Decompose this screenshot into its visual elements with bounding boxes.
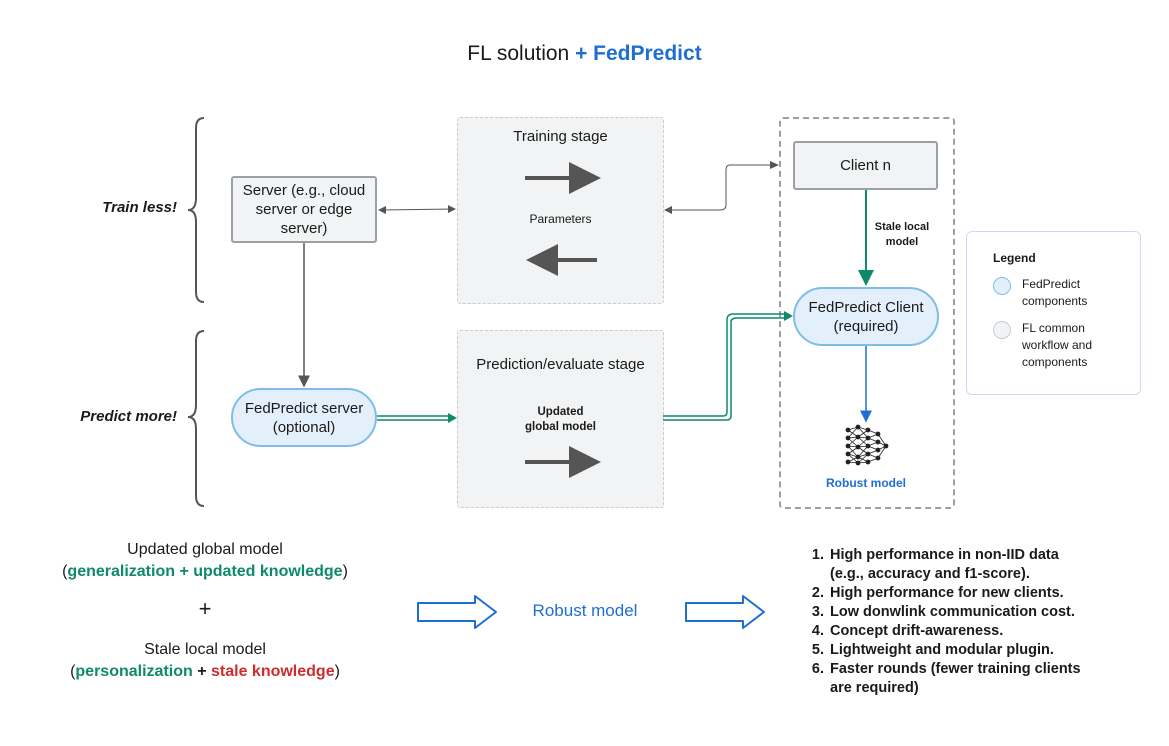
updated-label-line2: global model [525,421,596,433]
stale-model-block: Stale local model (personalization + sta… [40,639,370,683]
fedpredict-server-line2: (optional) [272,418,336,436]
server-line2: server or edge [255,201,353,218]
legend-fl-swatch [993,321,1011,339]
predict-bracket [187,330,205,507]
training-stage-panel: Training stage Parameters [457,117,664,304]
stale-model-plus: + [192,663,211,680]
benefit-item: Lightweight and modular plugin. [828,641,1148,660]
benefit-item: Low donwlink communication cost. [828,603,1148,622]
bottom-robust-model: Robust model [532,601,638,620]
training-stage-title: Training stage [513,128,608,145]
fedpredict-client-node: FedPredict Client (required) [793,287,939,346]
fedpredict-server-node: FedPredict server (optional) [231,388,377,447]
legend-item2-line3: components [1022,355,1088,369]
benefit-item: Concept drift-awareness. [828,622,1148,641]
stale-label-line2: model [885,236,919,248]
legend-item2-line2: workflow and [1022,338,1093,352]
benefit-6-line1: Faster rounds (fewer training clients [830,661,1081,677]
benefit-item: High performance for new clients. [828,584,1148,603]
plus-sign: + [198,596,212,621]
fedpredict-client-line2: (required) [833,317,899,335]
global-model-desc: (generalization + updated knowledge) [62,563,348,580]
diagram-title: FL solution + FedPredict [0,42,1169,66]
server-training-link [379,205,456,214]
block-arrow-icon-left [417,595,497,629]
client-group-boundary [779,117,955,509]
benefit-2-line1: High performance for new clients. [830,585,1064,601]
prediction-stage-panel: Prediction/evaluate stage Updated global… [457,330,664,508]
benefit-4-line1: Concept drift-awareness. [830,623,1004,639]
benefits-list: High performance in non-IID data (e.g., a… [810,546,1148,698]
robust-model-label: Robust model [826,476,906,490]
benefit-6-line2: are required) [830,680,919,696]
stale-label-line1: Stale local [874,221,930,233]
block-arrow-icon-right [685,595,765,629]
prediction-stage-title: Prediction/evaluate stage [476,356,645,373]
updated-global-model-label: Updated global model [458,405,663,435]
predict-more-label: Predict more! [80,408,177,425]
fedpredict-server-to-stage [377,415,452,421]
legend-fedpredict-swatch [993,277,1011,295]
benefit-3-line1: Low donwlink communication cost. [830,604,1075,620]
parameters-label: Parameters [529,212,592,226]
title-accent: + FedPredict [575,42,702,65]
legend-item1-line1: FedPredict [1022,277,1081,291]
global-model-green-text: generalization + updated knowledge [67,563,343,580]
legend-box: Legend FedPredict components FL common w… [966,231,1141,395]
stale-model-green-text: personalization [75,663,193,680]
train-less-label: Train less! [102,199,177,216]
stale-model-red-text: stale knowledge [211,663,335,680]
global-model-title: Updated global model [127,541,283,558]
benefit-1-line2: (e.g., accuracy and f1-score). [830,566,1030,582]
benefit-1-line1: High performance in non-IID data [830,547,1059,563]
neural-network-icon [845,424,889,466]
stage-to-fedpredict-client [663,313,788,421]
title-prefix: FL solution [467,42,576,65]
benefit-item: High performance in non-IID data (e.g., a… [828,546,1148,584]
legend-item1-line2: components [1022,294,1088,308]
server-line1: Server (e.g., cloud [242,182,366,199]
legend-title: Legend [993,251,1036,265]
global-model-block: Updated global model (generalization + u… [40,539,370,583]
server-line3: server) [280,220,328,237]
benefit-item: Faster rounds (fewer training clients are… [828,660,1148,698]
stale-local-model-label: Stale local model [862,220,942,250]
client-n-node: Client n [793,141,938,190]
updated-label-line1: Updated [537,406,584,418]
train-bracket [187,117,205,303]
legend-item2-line1: FL common [1022,321,1085,335]
server-node: Server (e.g., cloud server or edge serve… [231,176,377,243]
stale-model-desc: (personalization + stale knowledge) [70,663,340,680]
benefit-5-line1: Lightweight and modular plugin. [830,642,1054,658]
fedpredict-server-line1: FedPredict server [244,399,364,417]
fedpredict-client-line1: FedPredict Client [808,298,924,316]
legend-item-fl: FL common workflow and components [1022,320,1092,371]
stale-model-title: Stale local model [144,641,266,658]
client-training-link [664,164,778,214]
legend-item-fedpredict: FedPredict components [1022,276,1087,310]
